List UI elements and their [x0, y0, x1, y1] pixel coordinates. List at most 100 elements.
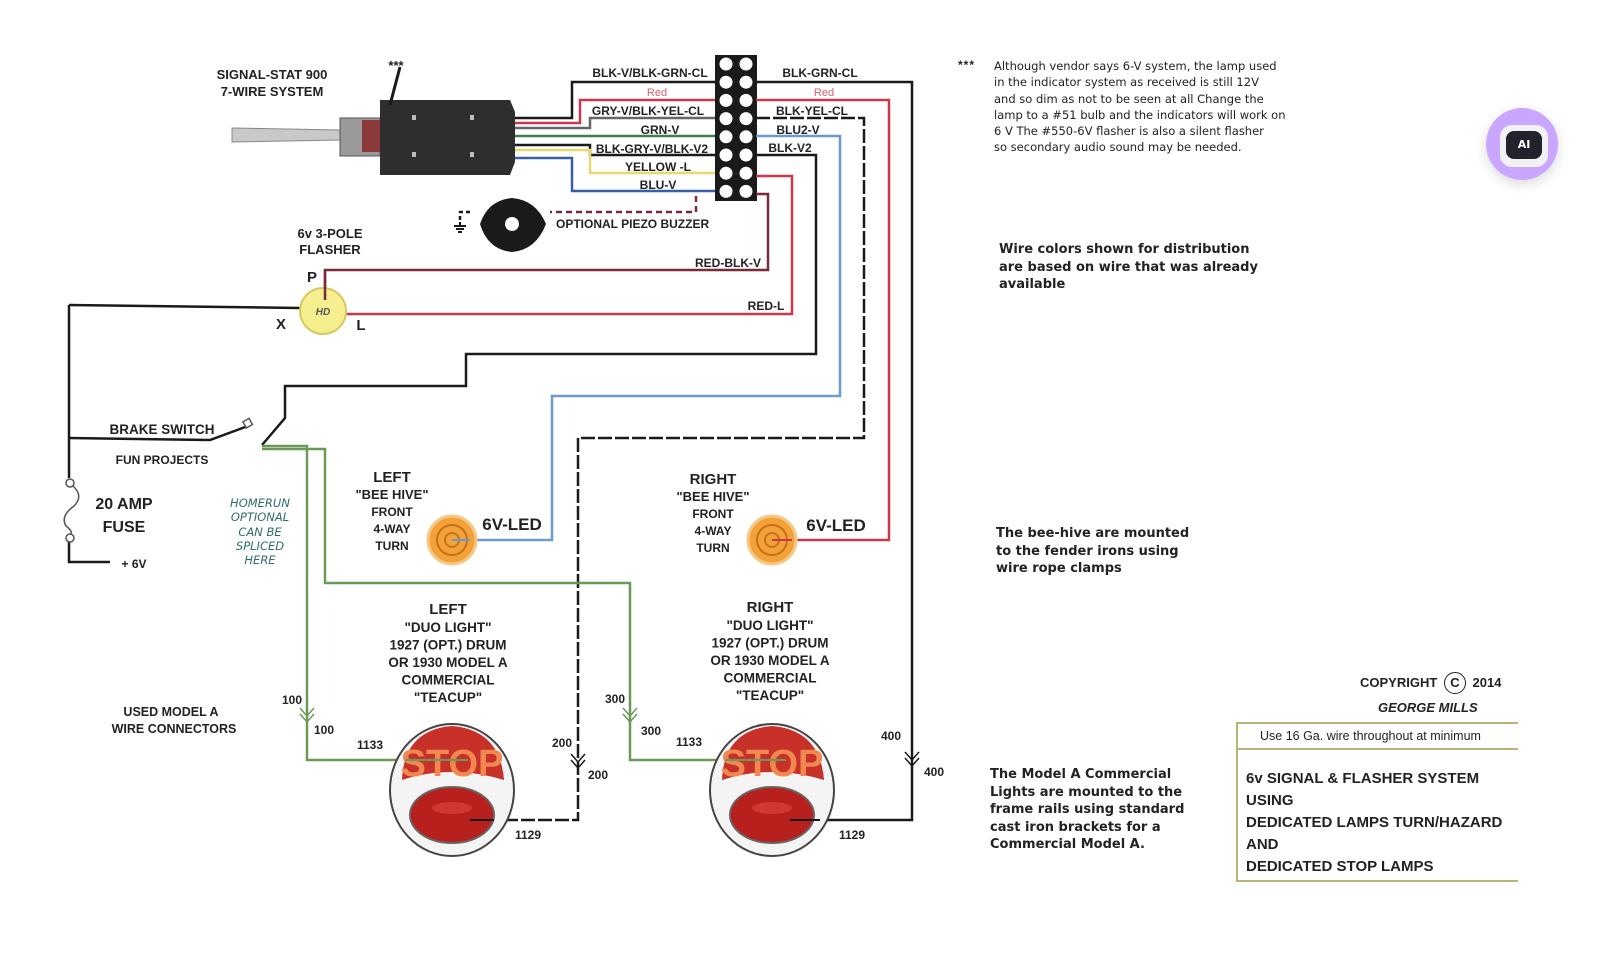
ai-label: AI — [1506, 131, 1542, 159]
fuse-icon — [63, 478, 80, 543]
left-duo-line: "DUO LIGHT" — [404, 620, 491, 635]
brake-switch-label: BRAKE SWITCH — [110, 422, 215, 437]
flasher-label-line2: FLASHER — [299, 242, 361, 257]
wire-label-red-left: Red — [647, 87, 667, 99]
terminal-screw — [738, 183, 754, 199]
right-duo-line: 1927 (OPT.) DRUM — [711, 636, 828, 651]
terminal-screw — [718, 56, 734, 72]
wire-label-blk-v: BLK-V/BLK-GRN-CL — [592, 66, 707, 80]
left-duo-line: "TEACUP" — [414, 690, 482, 705]
note-line: wire rope clamps — [996, 561, 1122, 576]
flasher-pin-l: L — [356, 317, 365, 334]
piezo-buzzer — [454, 198, 546, 252]
note-line: are based on wire that was already — [999, 259, 1258, 275]
homerun-note: HOMERUN OPTIONAL CAN BE SPLICED HERE — [222, 496, 298, 567]
wire-colors-note: Wire colors shown for distribution are b… — [999, 241, 1258, 294]
connectors-label-line2: WIRE CONNECTORS — [112, 722, 237, 736]
note-line: HOMERUN — [230, 496, 290, 510]
terminal-screw — [718, 165, 734, 181]
terminal-screw — [718, 183, 734, 199]
connector-300-bottom: 300 — [641, 724, 661, 738]
note-line: The Model A Commercial — [990, 767, 1172, 782]
left-stop-text: STOP — [401, 743, 504, 785]
connector-300-top: 300 — [605, 692, 625, 706]
title-block: Use 16 Ga. wire throughout at minimum 6v… — [1236, 722, 1518, 882]
terminal-screw — [718, 92, 734, 108]
flasher-x-wire — [68, 303, 301, 310]
connector-200-top: 200 — [552, 736, 572, 750]
right-duo-line: "TEACUP" — [736, 688, 804, 703]
brake-switch-sub: FUN PROJECTS — [116, 453, 209, 467]
note-line: available — [999, 277, 1066, 292]
terminal-screw — [738, 147, 754, 163]
terminal-screw — [738, 74, 754, 90]
signal-stat-switch — [231, 66, 515, 175]
vendor-note-marker: *** — [958, 58, 976, 72]
fuse-label-line2: FUSE — [103, 519, 146, 536]
connector-100-bottom: 100 — [314, 723, 334, 737]
vendor-note-line: lamp to a #51 bulb and the indicators wi… — [994, 107, 1286, 122]
terminal-screw — [738, 111, 754, 127]
wire-label-blk-grn-cl: BLK-GRN-CL — [782, 66, 857, 80]
terminal-screw — [738, 56, 754, 72]
wire-label-blk-gry-v: BLK-GRY-V/BLK-V2 — [596, 142, 709, 156]
terminal-screw — [718, 147, 734, 163]
left-duo-line: 1927 (OPT.) DRUM — [389, 638, 506, 653]
stop-lamp-wires — [262, 444, 750, 762]
switch-marker: *** — [388, 58, 404, 73]
right-beehive-line: 4-WAY — [695, 524, 732, 538]
left-beehive-line: FRONT — [371, 505, 413, 519]
copyright: COPYRIGHT C 2014 — [1360, 672, 1501, 694]
vendor-note-line: so secondary audio sound may be needed. — [994, 140, 1242, 155]
connectors-label-line1: USED MODEL A — [123, 705, 218, 719]
right-bulb-1129: 1129 — [839, 828, 865, 842]
note-line: Commercial Model A. — [990, 837, 1145, 852]
wire-label-red-blk-v: RED-BLK-V — [695, 256, 761, 270]
switch-wires — [515, 80, 722, 193]
right-stop-text: STOP — [721, 743, 824, 785]
right-duo-line: COMMERCIAL — [724, 671, 817, 686]
commercial-note: The Model A Commercial Lights are mounte… — [990, 766, 1184, 854]
left-beehive-line: 4-WAY — [374, 522, 411, 536]
terminal-screw — [718, 111, 734, 127]
terminal-screw — [738, 165, 754, 181]
terminal-block — [715, 55, 757, 201]
robot-icon: AI — [1500, 125, 1548, 167]
title-line: DEDICATED STOP LAMPS — [1246, 858, 1434, 875]
switch-label-line1: SIGNAL-STAT 900 — [217, 67, 328, 82]
buzzer-label: OPTIONAL PIEZO BUZZER — [556, 217, 709, 231]
diagram-title: 6v SIGNAL & FLASHER SYSTEM USING DEDICAT… — [1238, 750, 1518, 878]
wire-label-blu2-v: BLU2-V — [776, 123, 819, 137]
note-line: Wire colors shown for distribution — [999, 242, 1250, 257]
note-line: Lights are mounted to the — [990, 784, 1183, 800]
left-duo-line: LEFT — [429, 601, 467, 618]
left-bulb-1133: 1133 — [357, 738, 383, 752]
min-wire-note: Use 16 Ga. wire throughout at minimum — [1238, 724, 1518, 750]
terminal-screw — [738, 92, 754, 108]
left-duo-line: COMMERCIAL — [402, 673, 495, 688]
left-duo-label: LEFT "DUO LIGHT" 1927 (OPT.) DRUM OR 1930 M… — [388, 601, 508, 705]
left-beehive-line: TURN — [375, 539, 408, 553]
fuse-label-line1: 20 AMP — [95, 496, 153, 513]
right-duo-line: "DUO LIGHT" — [726, 618, 813, 633]
wire-label-gry-v: GRY-V/BLK-YEL-CL — [592, 104, 704, 118]
wire-label-red-right: Red — [814, 87, 834, 99]
right-teacup-lamp: STOP — [709, 723, 835, 857]
copyright-prefix: COPYRIGHT — [1360, 675, 1438, 690]
left-led-label: 6V-LED — [482, 515, 542, 534]
wire-label-red-l: RED-L — [748, 299, 785, 313]
flasher-hd-label: HD — [316, 307, 330, 318]
wire-label-blk-yel-cl: BLK-YEL-CL — [776, 104, 848, 118]
copyright-year: 2014 — [1472, 675, 1502, 690]
switch-label-line2: 7-WIRE SYSTEM — [221, 84, 324, 99]
right-duo-line: OR 1930 MODEL A — [710, 653, 830, 668]
flasher-pin-x: X — [276, 316, 286, 333]
connectors-green — [299, 707, 638, 724]
supply-label: + 6V — [121, 557, 146, 571]
ai-assistant-button[interactable]: AI — [1486, 108, 1558, 180]
flasher-body — [299, 287, 347, 335]
right-led-label: 6V-LED — [806, 516, 866, 535]
copyright-icon: C — [1443, 672, 1466, 694]
left-duo-line: OR 1930 MODEL A — [388, 655, 508, 670]
